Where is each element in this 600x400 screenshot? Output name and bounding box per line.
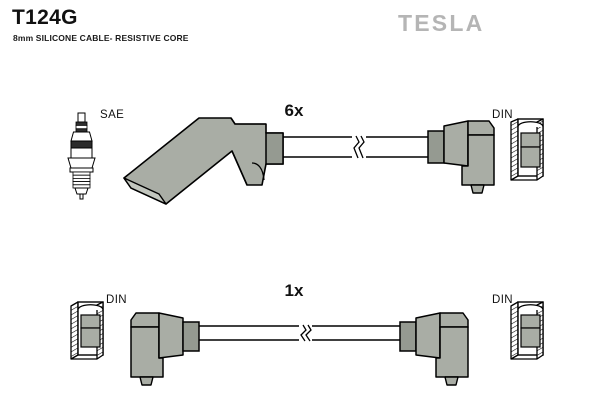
sae-terminal-label: SAE — [100, 109, 124, 121]
tesla-brand-logo: TESLA — [398, 10, 485, 36]
lower-left-din-right-angle-connector — [130, 312, 200, 386]
din-terminal-socket-icon-upper — [510, 118, 544, 181]
cable-break-symbol-icon-lower — [300, 324, 307, 342]
spark-plug-icon — [67, 112, 96, 200]
lower-left-din-terminal-label: DIN — [106, 294, 127, 306]
lower-right-din-right-angle-connector — [399, 312, 469, 386]
din-terminal-socket-icon-lower-right — [510, 301, 544, 360]
sae-spark-plug-boot — [123, 117, 284, 205]
lower-cable-assembly: 1x DIN — [70, 281, 544, 386]
upper-quantity-label: 6x — [285, 101, 304, 120]
lower-quantity-label: 1x — [285, 281, 304, 300]
din-terminal-socket-icon-lower-left — [70, 301, 104, 360]
page-title: T124G — [12, 6, 78, 29]
part-description: 8mm SILICONE CABLE- RESISTIVE CORE — [13, 33, 189, 43]
upper-cable-wire — [283, 135, 428, 159]
lower-cable-wire — [199, 324, 400, 342]
upper-cable-assembly: 6x — [67, 101, 544, 205]
lower-right-din-terminal-label: DIN — [492, 294, 513, 306]
upper-din-terminal-label: DIN — [492, 109, 513, 121]
upper-din-right-angle-connector — [427, 120, 495, 194]
cable-break-symbol-icon — [353, 135, 360, 159]
